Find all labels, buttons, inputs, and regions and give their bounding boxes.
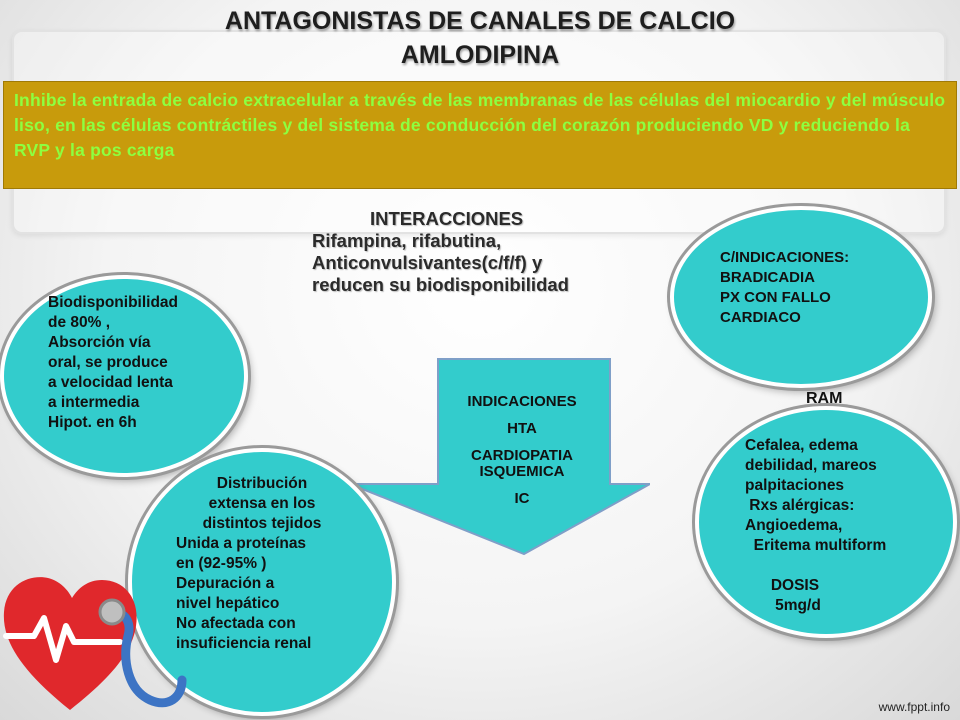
contra-line: BRADICADIA xyxy=(720,269,815,286)
dist-line: nivel hepático xyxy=(176,595,280,612)
ram-line: Rxs alérgicas: xyxy=(745,497,855,514)
ram-line: Cefalea, edema xyxy=(745,437,858,454)
indicacion-item: CARDIOPATIA xyxy=(471,447,573,464)
dosis-label: DOSIS xyxy=(745,577,820,594)
ram-line: Angioedema, xyxy=(745,517,843,534)
heart-stethoscope-icon xyxy=(3,577,187,710)
dist-heading-line: extensa en los xyxy=(208,495,316,512)
bio-line: Hipot. en 6h xyxy=(48,414,137,431)
interacciones-line: Rifampina, rifabutina, xyxy=(312,230,502,251)
bio-line: Absorción vía xyxy=(48,334,151,351)
ram-line: debilidad, mareos xyxy=(745,457,877,474)
bio-line: de 80% , xyxy=(48,314,111,331)
contraindicaciones-circle: C/INDICACIONES: BRADICADIA PX CON FALLO … xyxy=(670,206,932,388)
indicaciones-text: INDICACIONES HTA CARDIOPATIA ISQUEMICA I… xyxy=(436,394,608,518)
ram-label: RAM xyxy=(806,390,843,407)
biodisponibilidad-circle: Biodisponibilidad de 80% , Absorción vía… xyxy=(0,275,248,477)
dist-heading-line: Distribución xyxy=(216,475,308,492)
indicaciones-title: INDICACIONES xyxy=(467,393,577,410)
dist-line: en (92-95% ) xyxy=(176,555,267,572)
ram-line xyxy=(745,556,953,576)
dosis-value: 5mg/d xyxy=(745,597,821,614)
arrow-shape xyxy=(350,358,650,556)
mechanism-text: Inhibe la entrada de calcio extracelular… xyxy=(14,90,946,160)
bio-line: oral, se produce xyxy=(48,354,168,371)
distribucion-circle: Distribución extensa en los distintos te… xyxy=(128,448,396,716)
bio-line: Biodisponibilidad xyxy=(48,294,179,311)
indicaciones-arrow xyxy=(350,358,650,556)
mechanism-box: Inhibe la entrada de calcio extracelular… xyxy=(3,81,957,189)
dist-line: No afectada con xyxy=(176,615,296,632)
interacciones-line: reducen su biodisponibilidad xyxy=(312,274,569,295)
title-line-2: AMLODIPINA xyxy=(400,41,560,69)
bio-line: a intermedia xyxy=(48,394,140,411)
footer-url: www.fppt.info xyxy=(878,700,950,714)
indicacion-item: ISQUEMICA xyxy=(479,463,565,480)
contra-line: CARDIACO xyxy=(720,309,801,326)
interacciones-block: INTERACCIONES Rifampina, rifabutina, Ant… xyxy=(312,208,632,296)
indicacion-item: IC xyxy=(514,490,530,507)
interacciones-title: INTERACCIONES xyxy=(370,208,524,229)
page-title: ANTAGONISTAS DE CANALES DE CALCIO AMLODI… xyxy=(0,4,960,72)
title-line-1: ANTAGONISTAS DE CANALES DE CALCIO xyxy=(224,7,736,35)
ram-line: Eritema multiform xyxy=(745,537,887,554)
ram-circle: Cefalea, edema debilidad, mareos palpita… xyxy=(695,406,957,638)
interacciones-line: Anticonvulsivantes(c/f/f) y xyxy=(312,252,543,273)
dist-line: Depuración a xyxy=(176,575,275,592)
dist-line: insuficiencia renal xyxy=(176,635,312,652)
contra-line: C/INDICACIONES: xyxy=(720,249,850,266)
dist-line: Unida a proteínas xyxy=(176,535,307,552)
bio-line: a velocidad lenta xyxy=(48,374,173,391)
contra-line: PX CON FALLO xyxy=(720,289,831,306)
indicacion-item: HTA xyxy=(507,420,537,437)
dist-heading-line: distintos tejidos xyxy=(202,515,322,532)
ram-line: palpitaciones xyxy=(745,477,845,494)
